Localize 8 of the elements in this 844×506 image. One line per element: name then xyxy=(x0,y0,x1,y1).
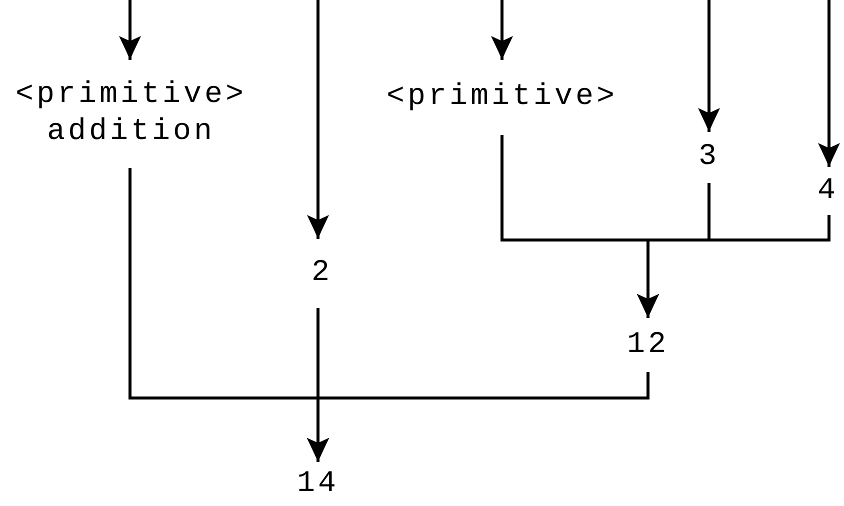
value-text: <primitive> xyxy=(15,77,247,114)
value-text: 4 xyxy=(817,172,838,210)
value-text: <primitive> xyxy=(386,79,618,116)
value-text: 14 xyxy=(296,466,339,502)
value-text: 2 xyxy=(311,255,332,292)
value-text: 3 xyxy=(698,139,720,176)
value-text: addition xyxy=(46,114,216,151)
value-text: 12 xyxy=(626,326,669,364)
